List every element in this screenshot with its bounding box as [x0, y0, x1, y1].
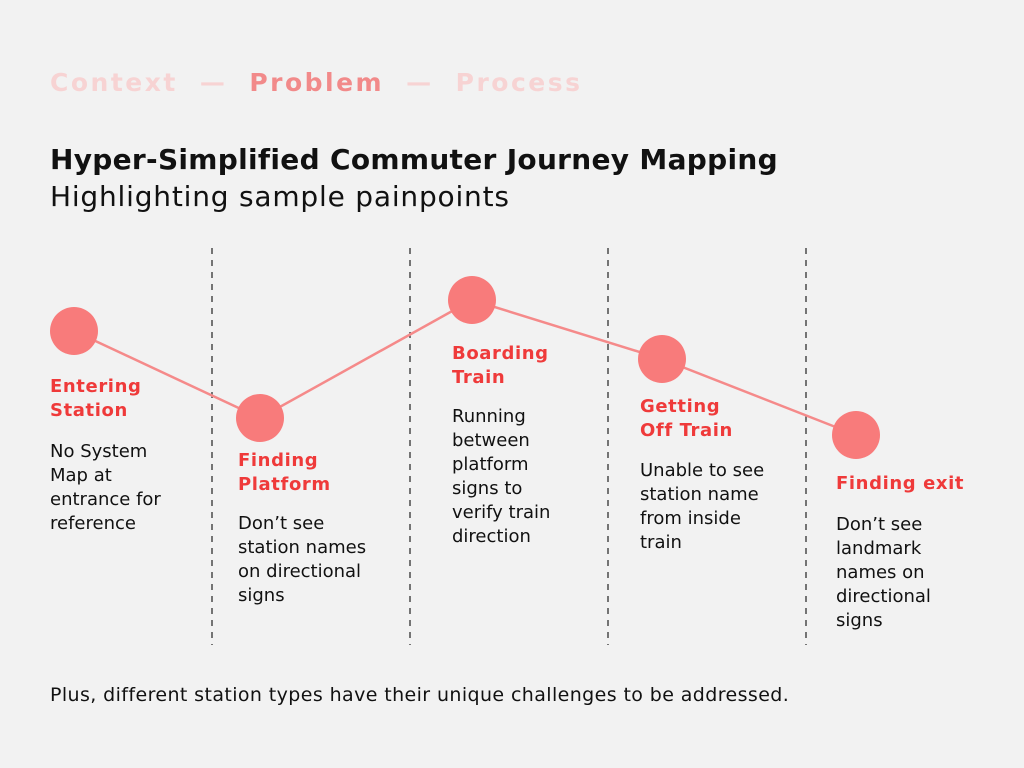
- step-description-line: signs to: [452, 478, 523, 499]
- step-title-line: Boarding: [452, 343, 549, 364]
- nav-separator: —: [406, 68, 434, 97]
- step-description-finding-platform: Don’t see station names on directional s…: [238, 512, 366, 608]
- nav-separator: —: [199, 68, 228, 97]
- step-description-line: verify train: [452, 502, 551, 523]
- step-description-line: Map at: [50, 465, 112, 486]
- step-description-line: names on: [836, 562, 925, 583]
- step-description-line: train: [640, 532, 682, 553]
- step-description-line: Unable to see: [640, 460, 765, 481]
- step-title-getting-off-train: Getting Off Train: [640, 395, 733, 443]
- journey-nodes: [50, 276, 880, 459]
- step-description-line: on directional: [238, 561, 362, 582]
- page-subtitle: Highlighting sample painpoints: [50, 180, 510, 213]
- step-description-line: signs: [238, 585, 285, 606]
- journey-node-finding-exit: [832, 411, 880, 459]
- step-title-line: Finding: [238, 450, 319, 471]
- step-description-line: landmark: [836, 538, 922, 559]
- journey-node-boarding-train: [448, 276, 496, 324]
- journey-node-entering-station: [50, 307, 98, 355]
- nav-item-process: Process: [455, 68, 583, 97]
- page-title: Hyper-Simplified Commuter Journey Mappin…: [50, 143, 778, 176]
- step-title-boarding-train: Boarding Train: [452, 342, 549, 390]
- step-title-line: Train: [452, 367, 506, 388]
- step-title-line: Platform: [238, 474, 331, 495]
- step-description-line: Don’t see: [836, 514, 923, 535]
- step-title-line: Entering: [50, 376, 142, 397]
- step-title-finding-platform: Finding Platform: [238, 449, 331, 497]
- footer-note: Plus, different station types have their…: [50, 684, 790, 706]
- step-description-entering-station: No System Map at entrance for reference: [50, 440, 161, 536]
- journey-node-getting-off-train: [638, 335, 686, 383]
- step-description-line: station names: [238, 537, 367, 558]
- step-title-line: Station: [50, 400, 128, 421]
- step-description-getting-off-train: Unable to see station name from inside t…: [640, 459, 764, 555]
- step-title-line: Off Train: [640, 420, 733, 441]
- step-description-line: No System: [50, 441, 148, 462]
- step-description-line: station name: [640, 484, 759, 505]
- step-description-line: Don’t see: [238, 513, 325, 534]
- step-description-line: platform: [452, 454, 529, 475]
- step-title-line: Finding exit: [836, 473, 965, 494]
- step-description-line: from inside: [640, 508, 741, 529]
- journey-node-finding-platform: [236, 394, 284, 442]
- nav-item-context: Context: [50, 68, 178, 97]
- section-breadcrumb: Context — Problem — Process: [50, 68, 583, 97]
- step-description-line: signs: [836, 610, 883, 631]
- step-description-line: entrance for: [50, 489, 161, 510]
- step-title-finding-exit: Finding exit: [836, 472, 964, 496]
- step-title-line: Getting: [640, 396, 721, 417]
- step-description-line: between: [452, 430, 530, 451]
- nav-item-problem: Problem: [249, 68, 385, 97]
- step-description-line: Running: [452, 406, 526, 427]
- step-description-line: direction: [452, 526, 531, 547]
- step-description-boarding-train: Running between platform signs to verify…: [452, 405, 550, 549]
- step-description-line: reference: [50, 513, 136, 534]
- step-description-line: directional: [836, 586, 931, 607]
- step-title-entering-station: Entering Station: [50, 375, 141, 423]
- step-description-finding-exit: Don’t see landmark names on directional …: [836, 513, 931, 633]
